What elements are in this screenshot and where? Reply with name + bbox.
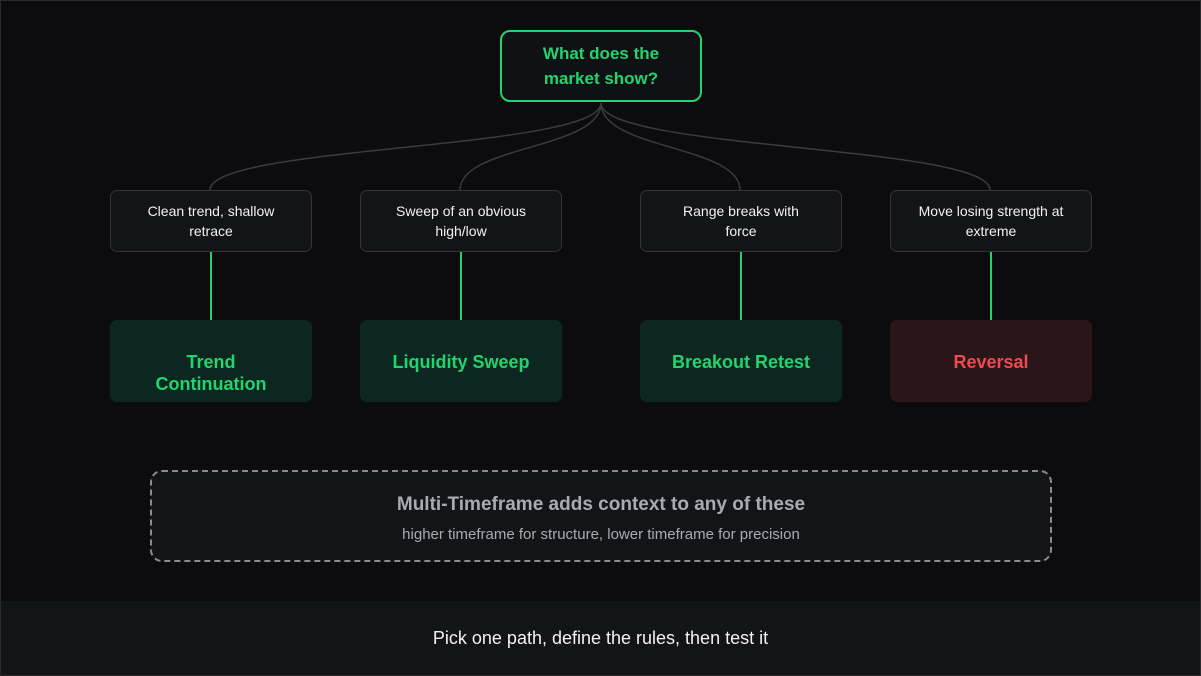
branch-curve-4 <box>600 102 991 191</box>
branch-curve-1 <box>209 102 602 191</box>
setup-label: Breakout Retest <box>671 352 811 372</box>
condition-text: Move losing strength at extreme <box>918 203 1064 239</box>
context-subtitle: higher timeframe for structure, lower ti… <box>402 526 800 543</box>
condition-text: Range breaks with force <box>683 203 799 239</box>
condition-node-trend: Clean trend, shallow retrace <box>110 190 312 252</box>
setup-breakout-retest: Breakout Retest <box>640 320 842 402</box>
condition-node-sweep: Sweep of an obvious high/low <box>360 190 562 252</box>
branch-curve-3 <box>600 102 741 191</box>
condition-text: Sweep of an obvious high/low <box>396 203 526 239</box>
multi-timeframe-context-box: Multi-Timeframe adds context to any of t… <box>150 470 1052 562</box>
setup-trend-continuation: Trend Continuation <box>110 320 312 402</box>
footer-banner: Pick one path, define the rules, then te… <box>1 601 1200 675</box>
setup-label: Trend Continuation <box>155 352 267 394</box>
condition-node-exhaustion: Move losing strength at extreme <box>890 190 1092 252</box>
root-question-text: What does the market show? <box>542 44 660 88</box>
context-title: Multi-Timeframe adds context to any of t… <box>396 494 806 515</box>
condition-text: Clean trend, shallow retrace <box>147 203 275 239</box>
setup-reversal: Reversal <box>890 320 1092 402</box>
footer-text: Pick one path, define the rules, then te… <box>432 627 769 648</box>
setup-label: Liquidity Sweep <box>392 352 530 372</box>
setup-label: Reversal <box>953 352 1029 372</box>
setup-liquidity-sweep: Liquidity Sweep <box>360 320 562 402</box>
condition-node-range: Range breaks with force <box>640 190 842 252</box>
root-question-node: What does the market show? <box>500 30 702 102</box>
branch-curve-2 <box>459 102 602 191</box>
